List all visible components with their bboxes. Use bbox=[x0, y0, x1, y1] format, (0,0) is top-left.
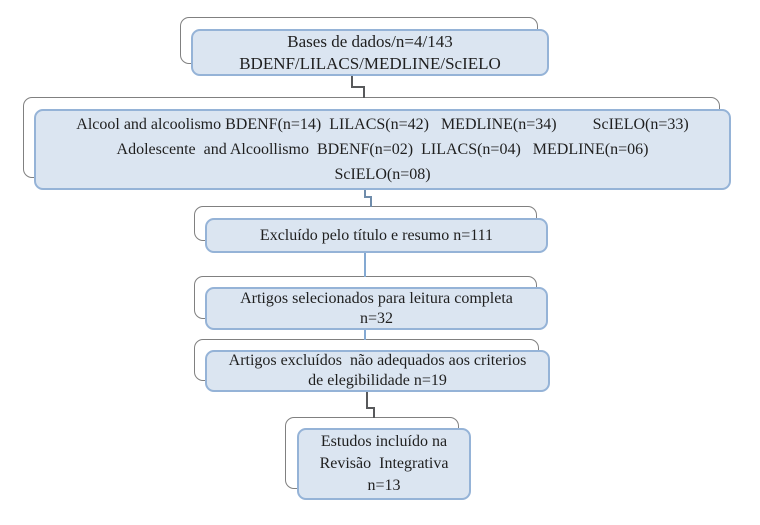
text-line: de elegibilidade n=19 bbox=[308, 372, 447, 389]
connector-4-segment bbox=[364, 330, 366, 340]
text-line: n=32 bbox=[359, 309, 394, 327]
node-resultados-busca: Alcool and alcoolismo BDENF(n=14) LILACS… bbox=[34, 109, 731, 190]
connector-5-segment bbox=[373, 407, 375, 418]
text-line: Adolescente and Alcoollismo BDENF(n=02) … bbox=[116, 141, 649, 158]
text-line: Alcool and alcoolismo BDENF(n=14) LILACS… bbox=[76, 116, 689, 133]
node-excluido-titulo-resumo: Excluído pelo título e resumo n=111 bbox=[205, 218, 548, 253]
text-line: Estudos incluído na bbox=[320, 433, 448, 450]
connector-1-segment bbox=[351, 86, 365, 88]
connector-2-segment bbox=[364, 196, 372, 198]
text-line: n=13 bbox=[367, 477, 401, 494]
connector-1-segment bbox=[363, 86, 365, 98]
text-line: Artigos selecionados para leitura comple… bbox=[240, 289, 513, 307]
text-line: Revisão Integrativa bbox=[319, 455, 449, 472]
connector-2-segment bbox=[364, 190, 366, 198]
text-line: ScIELO(n=08) bbox=[334, 166, 431, 183]
connector-3-segment bbox=[364, 253, 366, 277]
node-incluidos-revisao: Estudos incluído na Revisão Integrativa … bbox=[297, 428, 471, 500]
connector-5-segment bbox=[366, 392, 368, 409]
text-line: Bases de dados/n=4/143 bbox=[287, 31, 453, 51]
text-line: Artigos excluídos não adequados aos crit… bbox=[228, 352, 527, 369]
connector-2-segment bbox=[370, 196, 372, 207]
connector-5-segment bbox=[366, 407, 375, 409]
connector-1-segment bbox=[351, 76, 353, 88]
text-line: Excluído pelo título e resumo n=111 bbox=[259, 226, 494, 244]
text-line: BDENF/LILACS/MEDLINE/ScIELO bbox=[239, 53, 501, 73]
node-bases-de-dados: Bases de dados/n=4/143 BDENF/LILACS/MEDL… bbox=[191, 29, 549, 76]
node-excluidos-elegibilidade: Artigos excluídos não adequados aos crit… bbox=[205, 350, 550, 392]
node-selecionados-leitura: Artigos selecionados para leitura comple… bbox=[205, 287, 548, 330]
